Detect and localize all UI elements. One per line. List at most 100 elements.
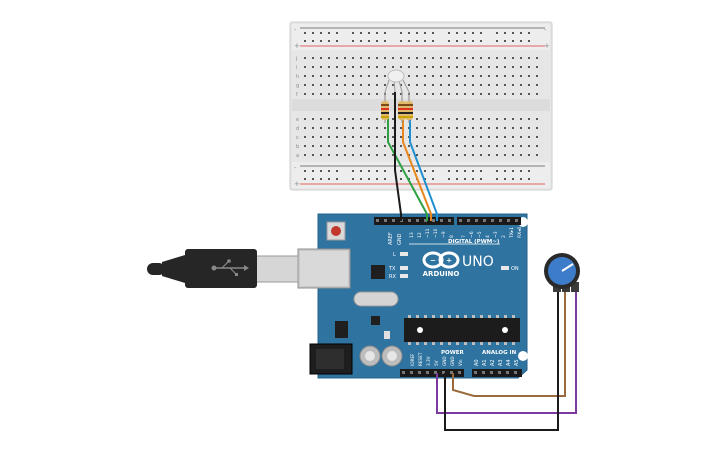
rail-hole[interactable]: [480, 170, 482, 172]
breadboard-hole[interactable]: [328, 93, 330, 95]
breadboard-hole[interactable]: [472, 57, 474, 59]
header-hole[interactable]: [491, 219, 494, 222]
breadboard-hole[interactable]: [336, 57, 338, 59]
rail-hole[interactable]: [336, 170, 338, 172]
breadboard-hole[interactable]: [520, 93, 522, 95]
breadboard-hole[interactable]: [392, 84, 394, 86]
breadboard-hole[interactable]: [360, 118, 362, 120]
breadboard-hole[interactable]: [376, 75, 378, 77]
breadboard-hole[interactable]: [432, 145, 434, 147]
breadboard-hole[interactable]: [448, 118, 450, 120]
rail-hole[interactable]: [408, 32, 410, 34]
breadboard-hole[interactable]: [360, 66, 362, 68]
breadboard-hole[interactable]: [320, 66, 322, 68]
breadboard-hole[interactable]: [320, 57, 322, 59]
breadboard-hole[interactable]: [360, 57, 362, 59]
rail-hole[interactable]: [464, 40, 466, 42]
breadboard-hole[interactable]: [480, 136, 482, 138]
breadboard-hole[interactable]: [504, 145, 506, 147]
breadboard-hole[interactable]: [360, 93, 362, 95]
breadboard-hole[interactable]: [328, 84, 330, 86]
rail-hole[interactable]: [496, 178, 498, 180]
breadboard-hole[interactable]: [368, 93, 370, 95]
breadboard-hole[interactable]: [480, 93, 482, 95]
breadboard-hole[interactable]: [344, 93, 346, 95]
rail-hole[interactable]: [480, 40, 482, 42]
breadboard-hole[interactable]: [416, 118, 418, 120]
breadboard-hole[interactable]: [392, 57, 394, 59]
breadboard-hole[interactable]: [528, 66, 530, 68]
rail-hole[interactable]: [320, 32, 322, 34]
breadboard-hole[interactable]: [320, 93, 322, 95]
breadboard-hole[interactable]: [320, 127, 322, 129]
breadboard-hole[interactable]: [448, 136, 450, 138]
breadboard-hole[interactable]: [472, 93, 474, 95]
breadboard-hole[interactable]: [416, 127, 418, 129]
header-hole[interactable]: [499, 219, 502, 222]
rail-hole[interactable]: [504, 32, 506, 34]
breadboard-hole[interactable]: [536, 84, 538, 86]
breadboard-hole[interactable]: [376, 154, 378, 156]
breadboard-hole[interactable]: [520, 145, 522, 147]
breadboard-hole[interactable]: [440, 118, 442, 120]
rail-hole[interactable]: [528, 170, 530, 172]
rail-hole[interactable]: [400, 170, 402, 172]
breadboard-hole[interactable]: [528, 136, 530, 138]
header-hole[interactable]: [392, 219, 395, 222]
breadboard-hole[interactable]: [376, 93, 378, 95]
breadboard-hole[interactable]: [504, 154, 506, 156]
breadboard-hole[interactable]: [424, 93, 426, 95]
breadboard-hole[interactable]: [336, 127, 338, 129]
breadboard-hole[interactable]: [360, 145, 362, 147]
breadboard-hole[interactable]: [352, 84, 354, 86]
rail-hole[interactable]: [456, 178, 458, 180]
bottom-header-holes[interactable]: [402, 371, 517, 374]
breadboard-hole[interactable]: [528, 118, 530, 120]
rail-hole[interactable]: [448, 178, 450, 180]
breadboard-hole[interactable]: [448, 66, 450, 68]
rail-hole[interactable]: [368, 170, 370, 172]
breadboard-hole[interactable]: [304, 75, 306, 77]
rail-hole[interactable]: [408, 40, 410, 42]
breadboard-hole[interactable]: [416, 154, 418, 156]
rail-hole[interactable]: [304, 170, 306, 172]
breadboard-hole[interactable]: [400, 57, 402, 59]
rail-hole[interactable]: [464, 32, 466, 34]
header-hole[interactable]: [424, 219, 427, 222]
header-hole[interactable]: [459, 219, 462, 222]
breadboard-hole[interactable]: [368, 57, 370, 59]
potentiometer-icon[interactable]: [544, 253, 580, 292]
wire-brown-a0[interactable]: [452, 290, 566, 397]
breadboard-hole[interactable]: [496, 84, 498, 86]
rail-hole[interactable]: [504, 178, 506, 180]
rail-hole[interactable]: [424, 178, 426, 180]
breadboard-hole[interactable]: [496, 93, 498, 95]
breadboard-hole[interactable]: [520, 136, 522, 138]
breadboard-hole[interactable]: [376, 136, 378, 138]
breadboard-hole[interactable]: [488, 84, 490, 86]
wire-purple-5v[interactable]: [436, 290, 577, 414]
breadboard-hole[interactable]: [416, 57, 418, 59]
breadboard-hole[interactable]: [336, 145, 338, 147]
rail-hole[interactable]: [520, 170, 522, 172]
breadboard-hole[interactable]: [352, 118, 354, 120]
header-hole[interactable]: [426, 371, 429, 374]
rail-hole[interactable]: [472, 178, 474, 180]
breadboard-hole[interactable]: [496, 145, 498, 147]
header-hole[interactable]: [458, 371, 461, 374]
breadboard-hole[interactable]: [312, 84, 314, 86]
breadboard-hole[interactable]: [392, 66, 394, 68]
breadboard-hole[interactable]: [360, 127, 362, 129]
breadboard-hole[interactable]: [536, 145, 538, 147]
breadboard-hole[interactable]: [344, 75, 346, 77]
rail-hole[interactable]: [416, 32, 418, 34]
breadboard-hole[interactable]: [312, 93, 314, 95]
breadboard-hole[interactable]: [304, 154, 306, 156]
breadboard-hole[interactable]: [312, 145, 314, 147]
rail-hole[interactable]: [304, 178, 306, 180]
breadboard-hole[interactable]: [520, 127, 522, 129]
breadboard-hole[interactable]: [512, 84, 514, 86]
breadboard-hole[interactable]: [344, 84, 346, 86]
rail-hole[interactable]: [432, 40, 434, 42]
